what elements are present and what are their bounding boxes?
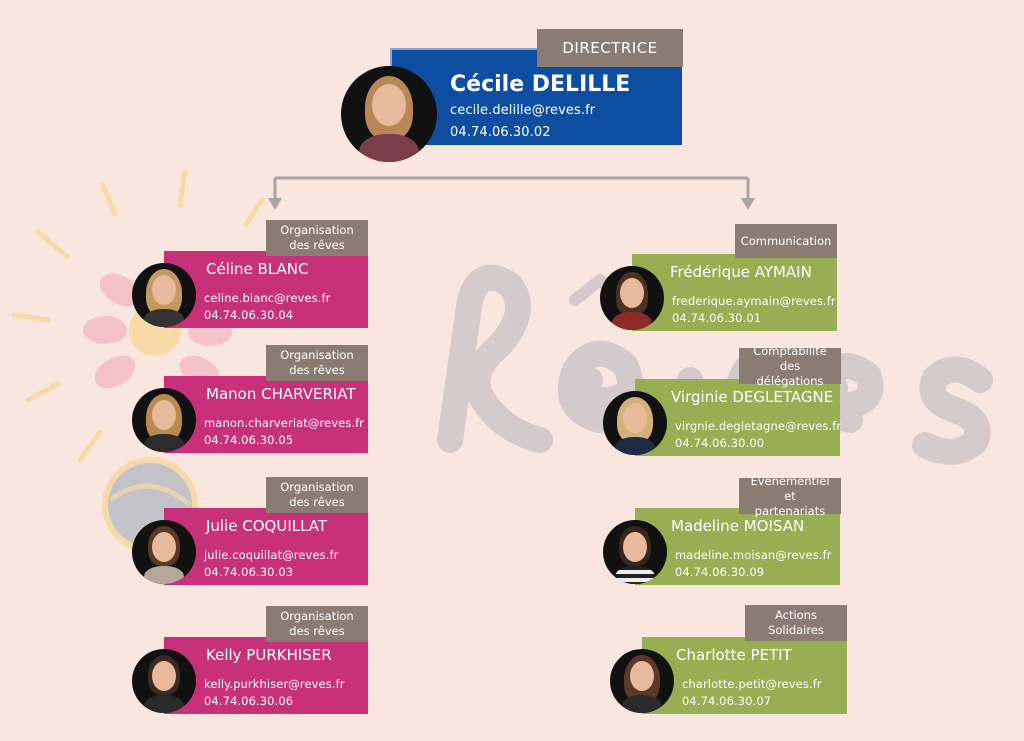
member-phone: 04.74.06.30.07	[682, 694, 772, 708]
member-name: Céline BLANC	[206, 260, 309, 278]
member-avatar	[600, 266, 664, 330]
team-card-virginie-degletagne: Virginie DEGLETAGNE virgnie.degletagne@r…	[635, 379, 842, 456]
role-line: des rêves	[289, 238, 345, 252]
member-email[interactable]: frederique.aymain@reves.fr	[672, 294, 836, 308]
member-avatar	[132, 649, 196, 713]
team-card-frederique-aymain: Frédérique AYMAIN frederique.aymain@reve…	[632, 254, 837, 331]
role-line: Évènementiel et	[750, 473, 830, 503]
member-name: Manon CHARVERIAT	[206, 385, 356, 403]
member-phone: 04.74.06.30.05	[204, 433, 294, 447]
team-card-charlotte-petit: Charlotte PETIT charlotte.petit@reves.fr…	[642, 637, 847, 714]
member-phone: 04.74.06.30.00	[675, 436, 765, 450]
role-line: Solidaires	[768, 623, 824, 637]
member-phone: 04.74.06.30.04	[204, 308, 294, 322]
role-line: Comptabilité des	[753, 343, 827, 373]
member-name: Virginie DEGLETAGNE	[671, 388, 834, 406]
member-name: Charlotte PETIT	[676, 646, 792, 664]
role-line: Organisation	[280, 480, 354, 494]
director-phone: 04.74.06.30.02	[450, 125, 551, 140]
member-avatar	[603, 391, 667, 455]
role-line: délégations	[756, 373, 824, 388]
member-avatar	[610, 649, 674, 713]
member-avatar	[132, 520, 196, 584]
member-phone: 04.74.06.30.03	[204, 565, 294, 579]
member-avatar	[132, 388, 196, 452]
team-card-madeline-moisan: Madeline MOISAN madeline.moisan@reves.fr…	[635, 508, 840, 585]
member-name: Madeline MOISAN	[671, 517, 805, 535]
role-line: Actions	[774, 608, 817, 622]
role-line: des rêves	[289, 624, 345, 638]
role-line: des rêves	[289, 363, 345, 377]
member-email[interactable]: julie.coquillat@reves.fr	[204, 548, 339, 562]
member-email[interactable]: charlotte.petit@reves.fr	[682, 677, 822, 691]
member-phone: 04.74.06.30.06	[204, 694, 294, 708]
member-avatar	[603, 520, 667, 584]
member-email[interactable]: kelly.purkhiser@reves.fr	[204, 677, 345, 691]
member-name: Julie COQUILLAT	[206, 517, 328, 535]
member-phone: 04.74.06.30.09	[675, 565, 765, 579]
role-line: des rêves	[289, 495, 345, 509]
role-line: Organisation	[280, 348, 354, 362]
team-card-manon-charveriat: Manon CHARVERIAT manon.charveriat@reves.…	[164, 376, 368, 453]
director-card: Cécile DELILLE cecile.delille@reves.fr 0…	[390, 48, 682, 145]
role-line: Communication	[740, 233, 832, 248]
director-avatar	[341, 66, 437, 162]
director-name: Cécile DELILLE	[450, 72, 631, 97]
team-card-celine-blanc: Céline BLANC celine.blanc@reves.fr 04.74…	[164, 251, 368, 328]
role-line: partenariats	[754, 503, 826, 518]
member-email[interactable]: madeline.moisan@reves.fr	[675, 548, 832, 562]
team-card-kelly-purkhiser: Kelly PURKHISER kelly.purkhiser@reves.fr…	[164, 637, 368, 714]
team-card-julie-coquillat: Julie COQUILLAT julie.coquillat@reves.fr…	[164, 508, 368, 585]
member-avatar	[132, 263, 196, 327]
member-name: Frédérique AYMAIN	[670, 263, 812, 281]
director-role-tag: DIRECTRICE	[537, 29, 683, 67]
role-line: Organisation	[280, 223, 354, 237]
member-name: Kelly PURKHISER	[206, 646, 332, 664]
director-role: DIRECTRICE	[562, 38, 658, 57]
role-line: Organisation	[280, 609, 354, 623]
member-phone: 04.74.06.30.01	[672, 311, 762, 325]
member-email[interactable]: manon.charveriat@reves.fr	[204, 416, 365, 430]
director-email[interactable]: cecile.delille@reves.fr	[450, 103, 596, 118]
member-email[interactable]: virgnie.degletagne@reves.fr	[675, 419, 842, 433]
member-email[interactable]: celine.blanc@reves.fr	[204, 291, 331, 305]
role-tag: Communication	[735, 224, 837, 258]
